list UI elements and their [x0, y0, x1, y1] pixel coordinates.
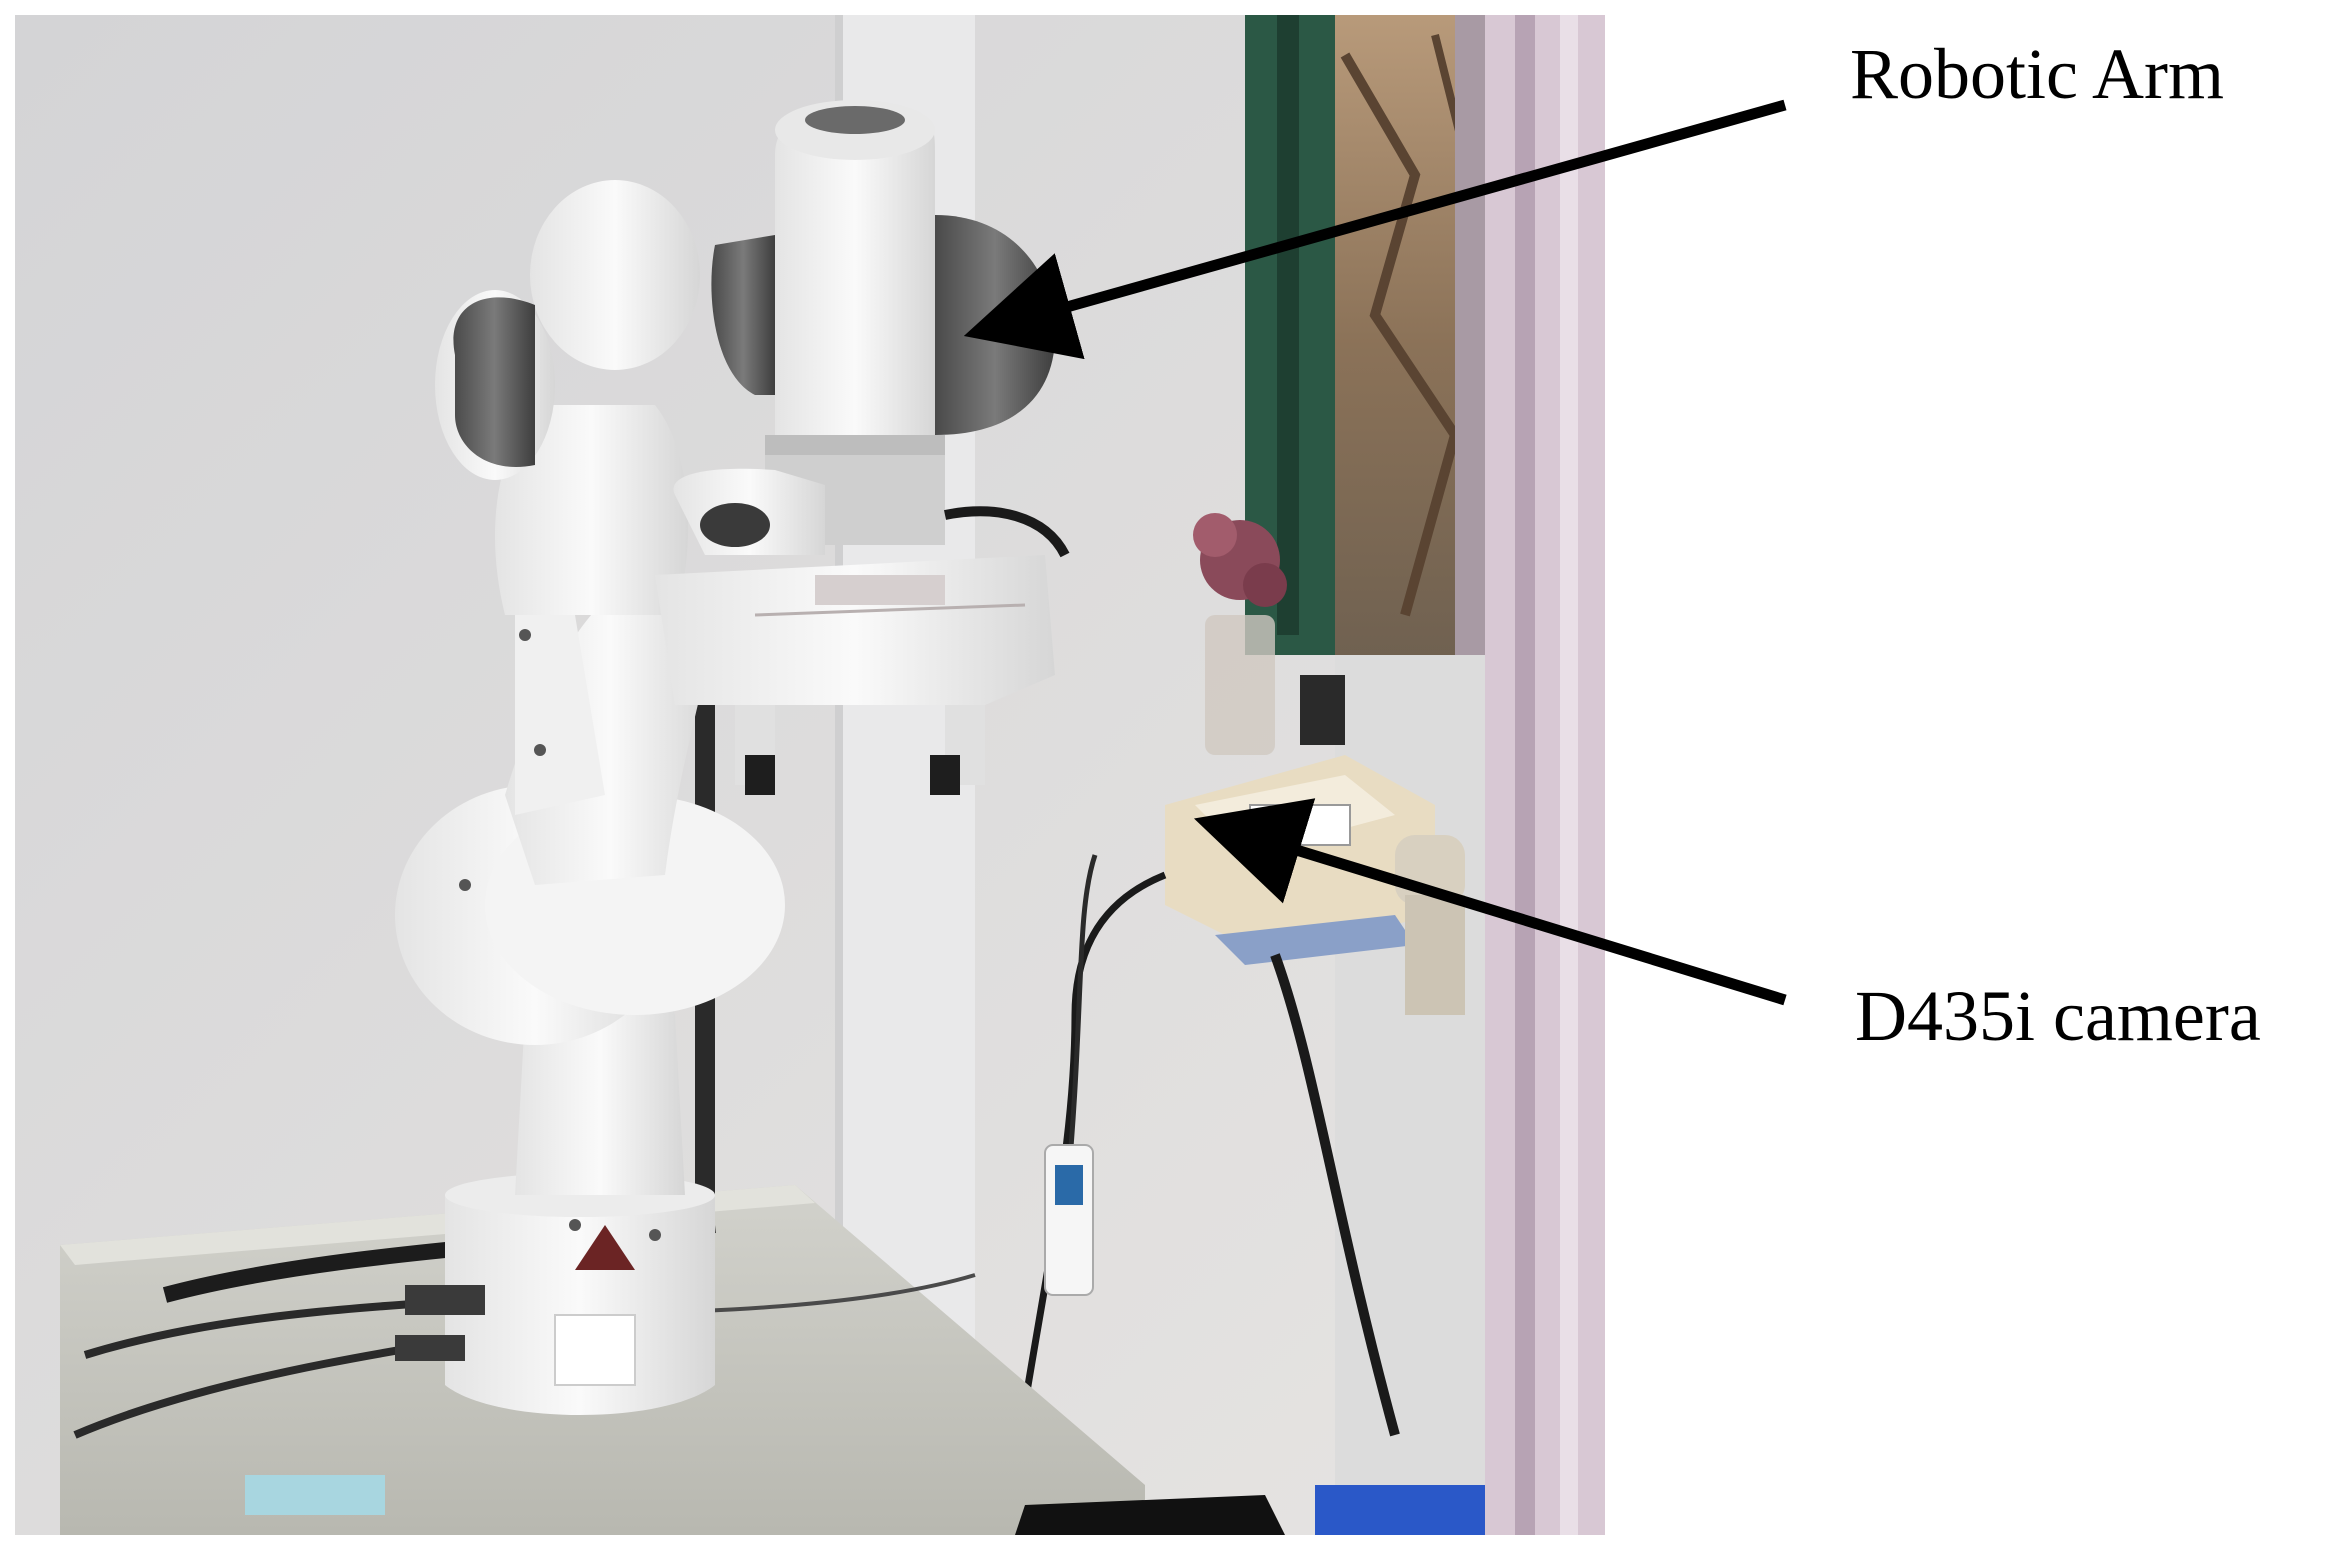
callout-label-d435i-camera: D435i camera — [1855, 976, 2261, 1056]
callout-label-robotic-arm: Robotic Arm — [1850, 34, 2224, 114]
robot-photo — [15, 15, 1605, 1535]
robot-photo-illustration — [15, 15, 1605, 1535]
